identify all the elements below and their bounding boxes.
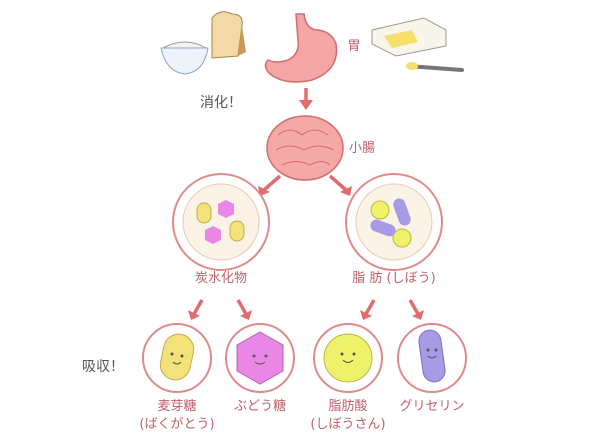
fatty-acid-circle [313, 323, 383, 393]
fat-circle [345, 173, 443, 271]
arrow-down-icon [299, 88, 313, 110]
digestion-label: 消化！ [200, 95, 242, 111]
carbohydrate-label: 炭水化物 [194, 271, 248, 286]
stomach-icon [264, 13, 338, 83]
fat-label: 脂 肪 (しぼう) [352, 271, 436, 286]
butter-icon [371, 17, 464, 72]
maltose-reading: (ばくがとう) [139, 417, 215, 432]
arrow-to-glucose-icon [236, 299, 252, 320]
glycerin-label: グリセリン [399, 399, 465, 414]
arrow-to-carbohydrate-icon [258, 174, 282, 196]
small-intestine-label: 小腸 [348, 141, 376, 156]
fatty-acid-reading: (しぼうさん) [310, 417, 386, 432]
arrow-to-fat-icon [328, 174, 352, 196]
arrow-to-maltose-icon [188, 299, 204, 320]
fatty-acid-label: 脂肪酸 (しぼうさん) [310, 398, 385, 434]
fatty-acid-name: 脂肪酸 [328, 399, 368, 414]
glucose-circle [225, 323, 295, 393]
stomach-label: 胃 [347, 39, 361, 54]
maltose-name: 麦芽糖 [157, 399, 197, 414]
arrow-to-glycerin-icon [408, 299, 424, 320]
carbohydrate-circle [172, 173, 270, 271]
glycerin-circle [397, 323, 467, 393]
maltose-circle [142, 323, 212, 393]
maltose-label: 麦芽糖 (ばくがとう) [139, 398, 214, 434]
glucose-label: ぶどう糖 [233, 399, 287, 414]
bread-icon [211, 11, 246, 59]
small-intestine-icon [266, 115, 344, 181]
absorption-label: 吸収！ [82, 359, 124, 375]
rice-bowl-icon [160, 41, 209, 75]
arrow-to-fatty-acid-icon [360, 299, 376, 320]
